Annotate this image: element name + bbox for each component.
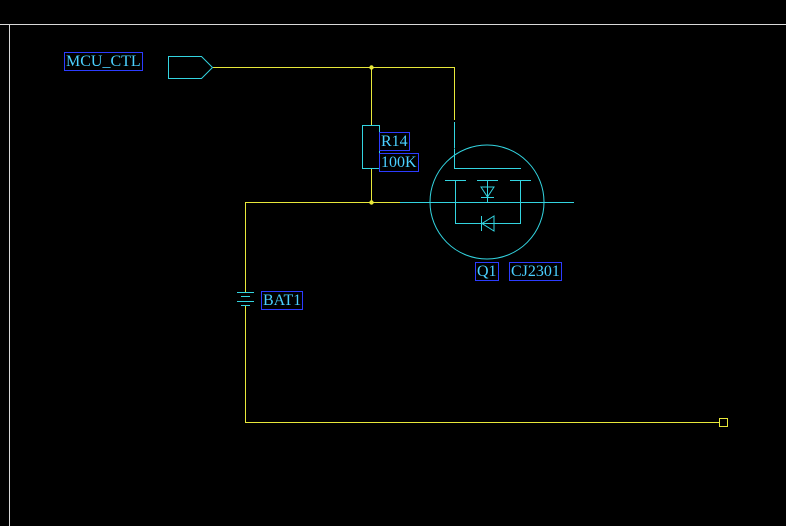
- transistor-part-label[interactable]: CJ2301: [509, 262, 562, 281]
- net-label-mcu-ctl[interactable]: MCU_CTL: [64, 52, 143, 71]
- resistor-value-label[interactable]: 100K: [379, 153, 419, 172]
- wires[interactable]: [213, 67, 719, 423]
- battery-ref-label[interactable]: BAT1: [261, 291, 304, 310]
- wire-source-net[interactable]: [245, 202, 401, 293]
- sheet-frame: [0, 24, 786, 526]
- wire-ground-return[interactable]: [245, 308, 720, 423]
- net-port-mcu-ctl[interactable]: [168, 56, 214, 79]
- battery-bat1-symbol[interactable]: [237, 287, 254, 312]
- resistor-ref-label[interactable]: R14: [379, 132, 410, 151]
- resistor-r14-symbol[interactable]: [362, 125, 380, 169]
- transistor-ref-label[interactable]: Q1: [475, 262, 499, 281]
- connector-pad[interactable]: [719, 418, 728, 427]
- junction-dot-top: [369, 65, 374, 70]
- transistor-q1-symbol[interactable]: [400, 122, 574, 260]
- wire-mcu-to-gate[interactable]: [213, 67, 455, 121]
- junction-dot-bottom: [369, 200, 374, 205]
